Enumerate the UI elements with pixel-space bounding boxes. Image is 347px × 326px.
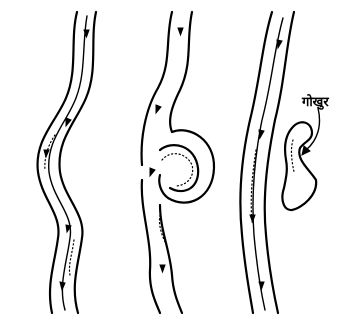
stage-1-flow-arrow [66,118,71,126]
stage-1-meandering-river [38,12,96,313]
stage-2-flow-arrow [160,265,165,272]
stage-2-lower-left-bank [142,180,160,313]
stage-1-deposition [69,240,74,275]
stage-2-flow-arrow [156,105,161,113]
stage-3-right-bank [265,12,294,313]
stage-2-flow-arrow [150,168,155,176]
stage-2-loop-outer-bank [159,130,214,202]
stage-3-flow-arrow [259,130,264,138]
stage-3-oxbow-lake-formed [240,12,319,313]
oxbow-label-pointer [306,108,320,150]
stage-2-lower-right-bank [160,205,182,313]
stage-2-deposition [162,154,193,186]
stage-1-flow-arrow [60,282,65,290]
stage-2-upper-left-bank [142,12,172,165]
oxbow-lake-shape [282,122,316,210]
oxbow-lake-label: गोखुर [302,92,329,110]
stage-2-narrowing-meander-neck [142,12,214,313]
oxbow-lake-deposition [291,140,294,172]
stage-3-flow-arrow [259,282,264,289]
stage-2-flow-arrow [178,28,183,35]
stage-1-flow-line [49,16,87,310]
stage-3-flow-arrow [277,40,282,48]
stage-3-flow-arrow [250,215,255,222]
stage-1-left-bank [38,12,77,313]
